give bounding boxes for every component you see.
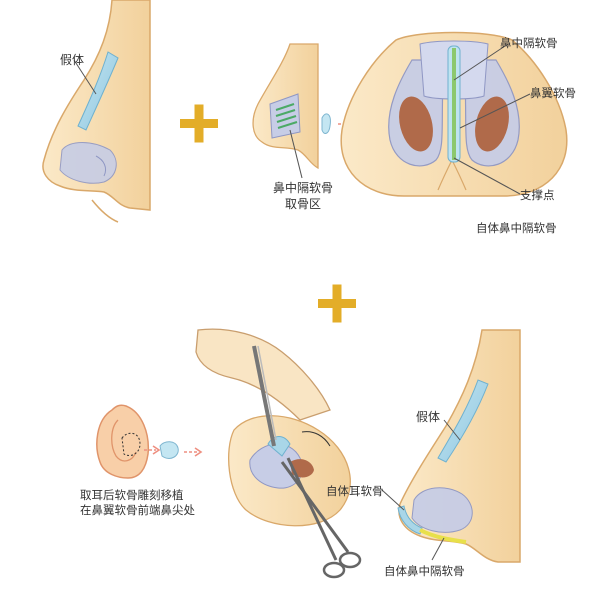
septal-harvest-label-line1: 鼻中隔软骨	[272, 181, 333, 195]
cartilage-piece	[321, 113, 331, 134]
surgery-scene	[195, 328, 362, 579]
arrow-icon	[184, 447, 203, 457]
plus-icon	[180, 104, 218, 143]
ear-caption-line1: 取耳后软骨雕刻移植	[80, 488, 184, 502]
autologous-septal-bottom-label: 自体鼻中隔软骨	[384, 564, 465, 578]
alar-cartilage-label: 鼻翼软骨	[530, 86, 576, 100]
implant-label-bottom: 假体	[416, 410, 441, 424]
side-profile-top	[42, 0, 151, 223]
septal-cartilage-label: 鼻中隔软骨	[500, 36, 558, 50]
ear	[96, 404, 150, 479]
implant-label-top: 假体	[60, 53, 85, 67]
nose-base-view	[340, 31, 568, 197]
cartilage-piece	[159, 441, 179, 459]
plus-icon	[318, 284, 356, 323]
septal-harvest-label-line2: 取骨区	[284, 197, 321, 211]
autologous-septal-label: 自体鼻中隔软骨	[476, 221, 557, 235]
side-profile-bottom	[381, 329, 521, 563]
autologous-ear-label: 自体耳软骨	[326, 484, 384, 498]
ear-caption-line2: 在鼻翼软骨前端鼻尖处	[80, 503, 195, 517]
nose-harvest-area	[252, 43, 319, 179]
arrow-icon	[144, 445, 161, 455]
support-point-label: 支撑点	[520, 188, 555, 202]
